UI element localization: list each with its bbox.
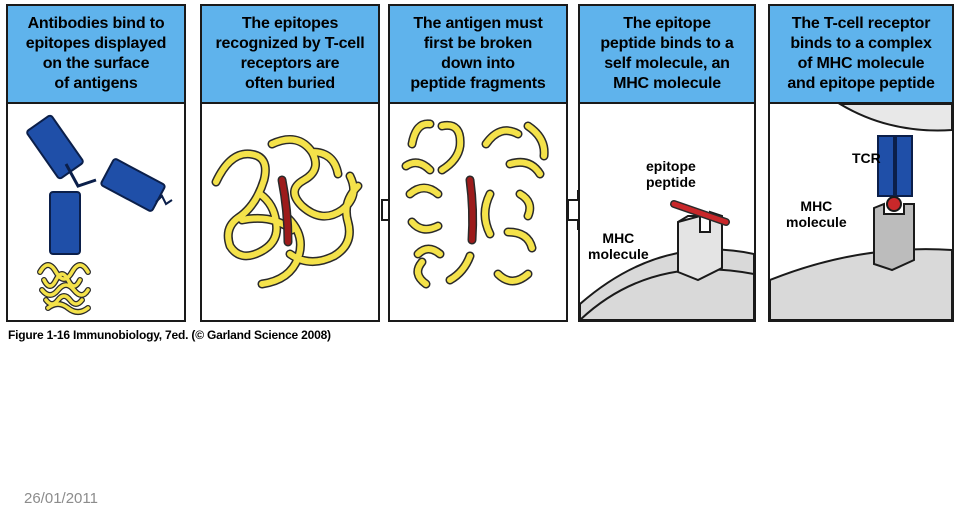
presenting-cell-surface [770, 248, 952, 320]
mhc-molecule [677, 210, 723, 282]
antibody-hinge [64, 163, 97, 188]
antibody-stem [49, 191, 81, 255]
mhc-molecule-label: MHC molecule [588, 230, 649, 262]
panel-antibodies: Antibodies bind to epitopes displayed on… [6, 4, 186, 322]
epitope-peptide [670, 200, 730, 226]
tcr-label: TCR [852, 150, 881, 166]
tcr-molecule [877, 135, 913, 197]
antibody-arm-left [26, 114, 84, 180]
peptide-fragments-illustration [401, 119, 549, 289]
panel-tcr-binding: The T-cell receptor binds to a complex o… [768, 4, 954, 322]
mhc-molecule-label-5: MHC molecule [786, 198, 847, 230]
panel-buried-epitopes: The epitopes recognized by T-cell recept… [200, 4, 380, 322]
folded-protein-illustration [211, 135, 363, 289]
antibody-arm-right [100, 158, 173, 212]
panel-3-header: The antigen must first be broken down in… [390, 6, 566, 104]
t-cell-surface [838, 104, 952, 132]
folded-protein [211, 135, 363, 289]
panel-5-title: The T-cell receptor binds to a complex o… [787, 15, 935, 92]
figure-caption: Figure 1-16 Immunobiology, 7ed. (© Garla… [8, 328, 331, 342]
panel-mhc-binding: The epitope peptide binds to a self mole… [578, 4, 756, 322]
panel-3-title: The antigen must first be broken down in… [410, 15, 546, 92]
antibody-illustration [26, 114, 173, 315]
antigen-squiggle [37, 262, 91, 315]
epitope-peptide-dot [886, 196, 902, 212]
mhc-molecule [873, 202, 915, 272]
epitope-peptide-label: epitope peptide [646, 158, 696, 190]
mhc-binding-illustration [580, 200, 754, 320]
panel-4-title: The epitope peptide binds to a self mole… [600, 15, 734, 92]
panel-4-header: The epitope peptide binds to a self mole… [580, 6, 754, 104]
panel-5-header: The T-cell receptor binds to a complex o… [770, 6, 952, 104]
slide-date: 26/01/2011 [24, 490, 98, 507]
peptide-fragments [401, 119, 549, 289]
panel-2-header: The epitopes recognized by T-cell recept… [202, 6, 378, 104]
panel-1-header: Antibodies bind to epitopes displayed on… [8, 6, 184, 104]
panel-peptide-fragments: The antigen must first be broken down in… [388, 4, 568, 322]
panel-2-title: The epitopes recognized by T-cell recept… [215, 15, 365, 92]
panel-1-title: Antibodies bind to epitopes displayed on… [25, 15, 167, 92]
tcr-binding-illustration [770, 104, 952, 320]
